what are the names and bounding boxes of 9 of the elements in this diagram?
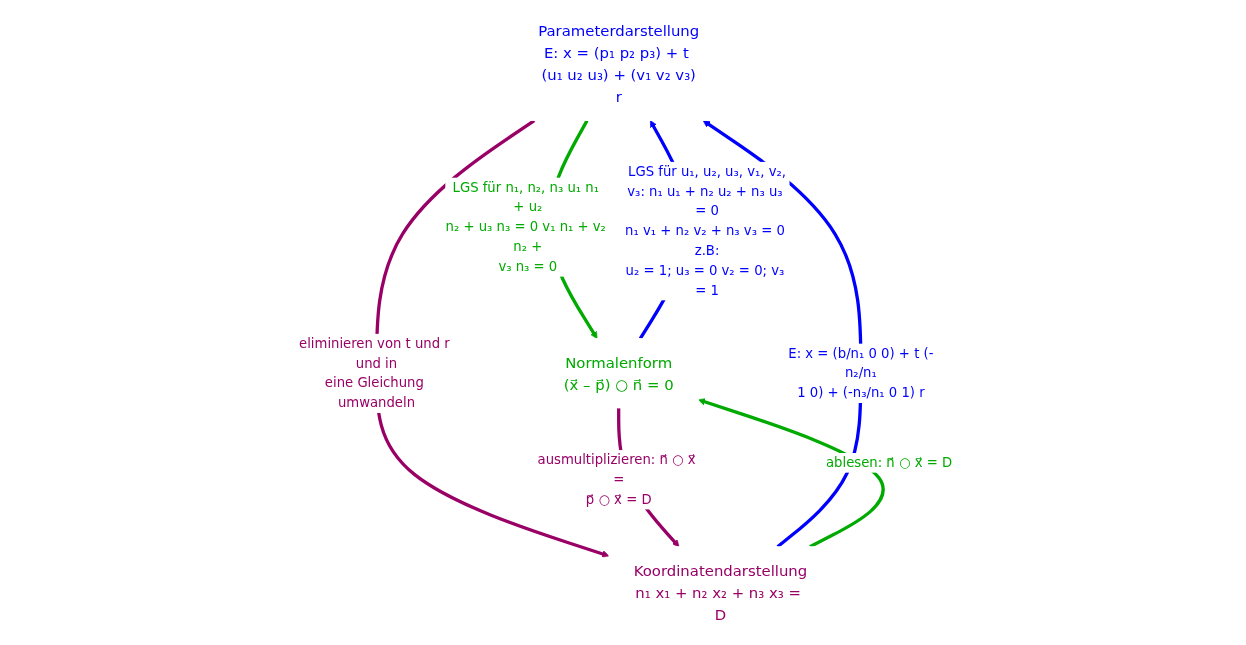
node-text: Normalenform (x⃗ – p⃗) ○ n⃗ = 0 xyxy=(563,353,674,394)
node-text: Parameterdarstellung E: x = (p₁ p₂ p₃) + t (u₁ u₂ u₃) + (v₁ v₂ v₃) r xyxy=(538,21,700,106)
node-text: Koordinatendarstellung n₁ x₁ + n₂ x₂ + n₃ x₃ = D xyxy=(633,561,808,624)
edge-label: E: x = (b/n₁ 0 0) + t (-n₂/n₁ 1 0) + (-n₃/n₁ 0 1) r xyxy=(788,345,934,401)
edge-label: ausmultiplizieren: n⃗ ○ x⃗ = p⃗ ○ x⃗ = D xyxy=(537,451,696,508)
edge-label: LGS für n₁, n₂, n₃ u₁ n₁ + u₂ n₂ + u₃ n₃ = 0 v₁ n₁ + v₂ n₂ + v₃ n₃ = 0 xyxy=(445,179,606,275)
edge-label: eliminieren von t und r und in eine Gleichung umwandeln xyxy=(299,335,450,411)
edge-label: LGS für u₁, u₂, u₃, v₁, v₂, v₃: n₁ u₁ + n₂ u₂ + n₃ u₃ = 0 n₁ v₁ + n₂ v₂ + n₃ v₃ = 0 z.B: u₂ = 1; u₃ = 0 v₂ = 0; v₃ = 1 xyxy=(625,163,786,298)
edge-label: ablesen: n⃗ ○ x⃗ = D xyxy=(826,454,953,471)
